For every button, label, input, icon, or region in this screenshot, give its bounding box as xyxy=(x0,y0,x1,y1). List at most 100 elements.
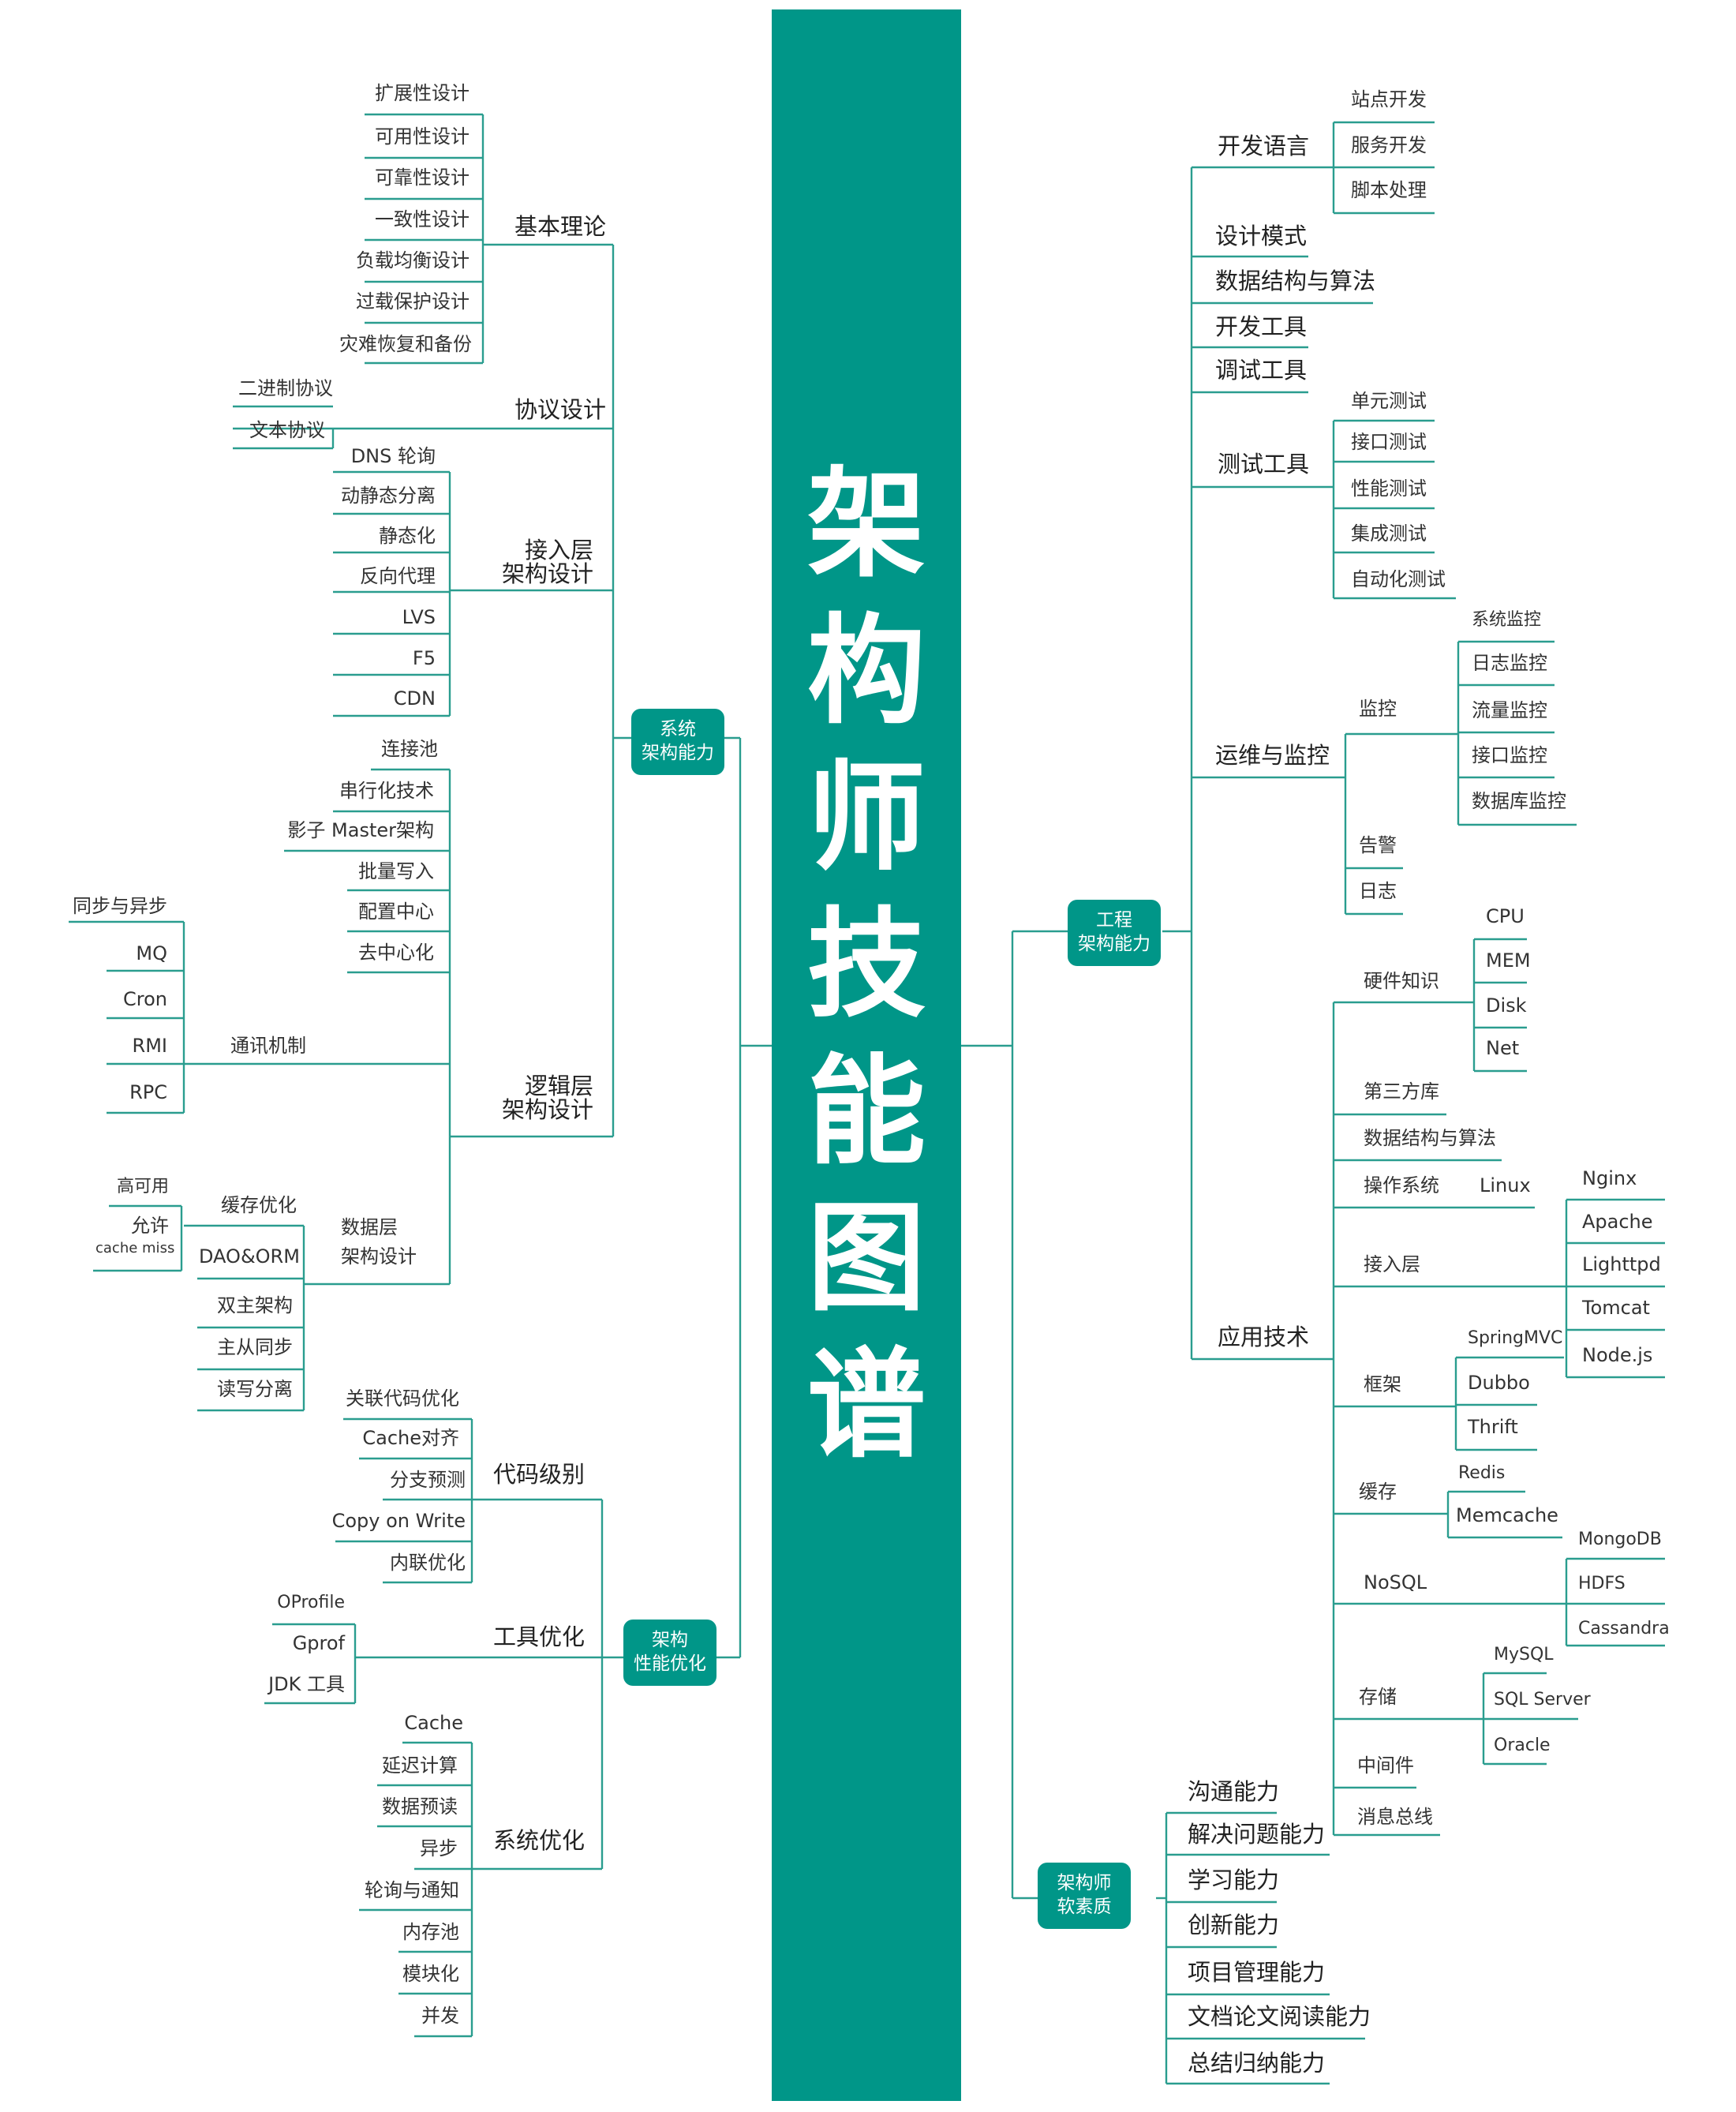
leaf-item[interactable]: MQ xyxy=(136,942,167,964)
leaf-item[interactable]: Tomcat xyxy=(1582,1297,1650,1319)
leaf-item[interactable]: 集成测试 xyxy=(1351,522,1427,545)
node-framework[interactable]: 框架 xyxy=(1364,1373,1401,1395)
leaf-item[interactable]: 流量监控 xyxy=(1472,699,1547,721)
leaf-item[interactable]: RPC xyxy=(129,1081,167,1103)
leaf-item[interactable]: 批量写入 xyxy=(358,860,434,882)
leaf-item[interactable]: 单元测试 xyxy=(1351,390,1427,412)
leaf-item[interactable]: Gprof xyxy=(292,1632,345,1654)
leaf-item[interactable]: Node.js xyxy=(1582,1344,1653,1366)
node-app-access-layer[interactable]: 接入层 xyxy=(1364,1253,1420,1275)
leaf-item[interactable]: 延迟计算 xyxy=(382,1754,458,1777)
leaf-item[interactable]: 站点开发 xyxy=(1351,88,1427,110)
leaf-item[interactable]: Thrift xyxy=(1468,1416,1518,1438)
node-app-tech[interactable]: 应用技术 xyxy=(1218,1324,1310,1350)
leaf-item[interactable]: 日志 xyxy=(1359,880,1397,902)
leaf-item[interactable]: Net xyxy=(1486,1037,1520,1059)
leaf-item[interactable]: 允许 xyxy=(131,1215,169,1237)
node-data-layer[interactable]: 数据层 xyxy=(341,1216,398,1238)
node-storage[interactable]: 存储 xyxy=(1359,1686,1397,1708)
leaf-item[interactable]: 接口监控 xyxy=(1472,744,1547,766)
category-engineering-architecture[interactable]: 工程 架构能力 xyxy=(1068,900,1161,966)
node-nosql[interactable]: NoSQL xyxy=(1364,1571,1427,1593)
leaf-item[interactable]: JDK 工具 xyxy=(268,1673,345,1695)
leaf-item[interactable]: 一致性设计 xyxy=(375,208,470,230)
leaf-item[interactable]: 可用性设计 xyxy=(375,125,470,148)
leaf-item[interactable]: SpringMVC xyxy=(1468,1328,1563,1348)
node-tool-optimization[interactable]: 工具优化 xyxy=(493,1623,586,1650)
leaf-item[interactable]: 内存池 xyxy=(402,1921,459,1943)
leaf-item[interactable]: Disk xyxy=(1486,994,1527,1017)
leaf-item[interactable]: cache miss xyxy=(95,1240,175,1256)
leaf-item[interactable]: 分支预测 xyxy=(390,1469,466,1491)
leaf-item[interactable]: 主从同步 xyxy=(217,1336,293,1358)
leaf-item[interactable]: DAO&ORM xyxy=(199,1245,300,1268)
node-os[interactable]: 操作系统 xyxy=(1364,1174,1439,1196)
node-middleware[interactable]: 中间件 xyxy=(1357,1754,1414,1777)
leaf-item[interactable]: 模块化 xyxy=(402,1963,459,1985)
category-system-architecture[interactable]: 系统 架构能力 xyxy=(631,709,724,775)
leaf-item[interactable]: 性能测试 xyxy=(1351,477,1427,500)
leaf-item[interactable]: 扩展性设计 xyxy=(375,82,470,104)
node-data-structures[interactable]: 数据结构与算法 xyxy=(1215,268,1376,294)
node-data-layer[interactable]: 架构设计 xyxy=(341,1245,417,1268)
soft-skill-item[interactable]: 沟通能力 xyxy=(1188,1778,1280,1805)
leaf-item[interactable]: 轮询与通知 xyxy=(365,1879,459,1901)
node-debug-tools[interactable]: 调试工具 xyxy=(1215,357,1308,384)
leaf-item[interactable]: 并发 xyxy=(421,2005,459,2027)
node-hardware[interactable]: 硬件知识 xyxy=(1364,970,1439,992)
node-cache-optimization[interactable]: 缓存优化 xyxy=(221,1194,297,1216)
leaf-item[interactable]: Redis xyxy=(1458,1463,1506,1483)
node-logic-layer[interactable]: 逻辑层 xyxy=(524,1073,593,1099)
leaf-item[interactable]: 自动化测试 xyxy=(1351,568,1446,590)
leaf-item[interactable]: OProfile xyxy=(277,1593,345,1612)
node-code-level[interactable]: 代码级别 xyxy=(493,1461,586,1488)
leaf-item[interactable]: Memcache xyxy=(1456,1504,1558,1526)
category-soft-skills[interactable]: 架构师 软素质 xyxy=(1038,1863,1131,1929)
node-protocol-design[interactable]: 协议设计 xyxy=(514,396,607,423)
leaf-item[interactable]: 高可用 xyxy=(117,1177,170,1196)
node-logic-layer[interactable]: 架构设计 xyxy=(501,1096,593,1123)
leaf-item[interactable]: 数据预读 xyxy=(382,1796,458,1818)
leaf-item[interactable]: Copy on Write xyxy=(331,1510,466,1532)
leaf-item[interactable]: Cache对齐 xyxy=(362,1427,459,1449)
node-message-bus[interactable]: 消息总线 xyxy=(1357,1806,1433,1828)
soft-skill-item[interactable]: 解决问题能力 xyxy=(1188,1821,1326,1848)
leaf-item[interactable]: 连接池 xyxy=(381,738,438,760)
leaf-item[interactable]: 串行化技术 xyxy=(339,780,434,802)
leaf-item[interactable]: 过载保护设计 xyxy=(356,290,470,313)
node-cache[interactable]: 缓存 xyxy=(1359,1481,1397,1503)
leaf-item[interactable]: 读写分离 xyxy=(217,1378,293,1400)
leaf-item[interactable]: 关联代码优化 xyxy=(346,1387,459,1410)
leaf-item[interactable]: 同步与异步 xyxy=(73,895,167,917)
soft-skill-item[interactable]: 总结归纳能力 xyxy=(1188,2050,1326,2076)
leaf-item[interactable]: LVS xyxy=(402,606,436,628)
leaf-item[interactable]: 数据库监控 xyxy=(1472,790,1566,812)
leaf-item[interactable]: 动静态分离 xyxy=(341,485,436,507)
category-performance-optimization[interactable]: 架构 性能优化 xyxy=(623,1620,716,1686)
leaf-item[interactable]: Cache xyxy=(404,1712,463,1734)
leaf-item[interactable]: 文本协议 xyxy=(249,419,325,441)
leaf-item[interactable]: 异步 xyxy=(420,1837,458,1859)
leaf-item[interactable]: MySQL xyxy=(1494,1645,1554,1665)
leaf-item[interactable]: 内联优化 xyxy=(390,1552,466,1574)
leaf-item[interactable]: 静态化 xyxy=(379,525,436,547)
node-dev-tools[interactable]: 开发工具 xyxy=(1215,313,1308,340)
leaf-item[interactable]: Cron xyxy=(123,988,167,1010)
leaf-item[interactable]: Linux xyxy=(1480,1174,1531,1196)
leaf-item[interactable]: Apache xyxy=(1582,1211,1653,1233)
node-system-optimization[interactable]: 系统优化 xyxy=(493,1827,586,1854)
leaf-item[interactable]: 灾难恢复和备份 xyxy=(339,333,472,355)
leaf-item[interactable]: F5 xyxy=(412,647,436,669)
leaf-item[interactable]: 系统监控 xyxy=(1472,610,1542,630)
leaf-item[interactable]: 日志监控 xyxy=(1472,652,1547,674)
leaf-item[interactable]: 可靠性设计 xyxy=(375,167,470,189)
node-basic-theory[interactable]: 基本理论 xyxy=(514,213,607,240)
leaf-item[interactable]: Oracle xyxy=(1494,1736,1551,1755)
leaf-item[interactable]: RMI xyxy=(132,1035,167,1057)
leaf-item[interactable]: Dubbo xyxy=(1468,1372,1530,1394)
leaf-item[interactable]: Lighttpd xyxy=(1582,1253,1661,1275)
node-test-tools[interactable]: 测试工具 xyxy=(1218,451,1310,477)
node-dev-language[interactable]: 开发语言 xyxy=(1218,133,1310,159)
node-app-data-structures[interactable]: 数据结构与算法 xyxy=(1364,1127,1496,1149)
leaf-item[interactable]: HDFS xyxy=(1578,1574,1626,1593)
